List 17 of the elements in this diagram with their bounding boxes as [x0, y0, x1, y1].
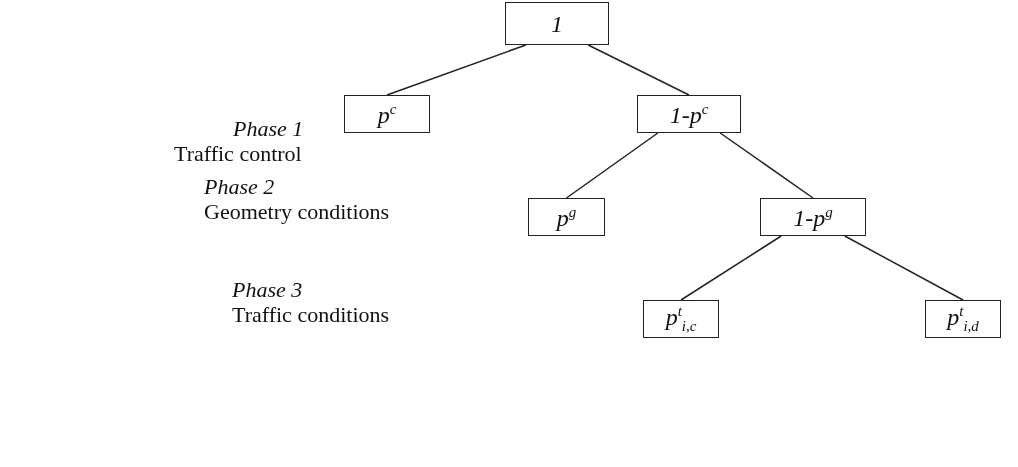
phase-label: Phase 1 [233, 116, 304, 142]
probability-box: 1 [505, 2, 609, 45]
connector-line [844, 235, 964, 301]
probability-box: p$^{c}$ [344, 95, 430, 133]
connector-line [719, 132, 814, 199]
probability-box: 1-p$^{c}$ [637, 95, 741, 133]
phase-description: Geometry conditions [204, 199, 390, 225]
phase-label: Phase 2 [204, 174, 275, 200]
connector-line [386, 44, 527, 96]
phase-description: Traffic conditions [232, 302, 390, 328]
probability-box: p$^{g}$ [528, 198, 605, 236]
phase-description: Traffic control [174, 141, 302, 167]
probability-box: 1-p$^{g}$ [760, 198, 866, 236]
connector-line [587, 44, 690, 96]
connector-line [680, 235, 782, 301]
connector-line [565, 132, 659, 199]
phase-label: Phase 3 [232, 277, 303, 303]
